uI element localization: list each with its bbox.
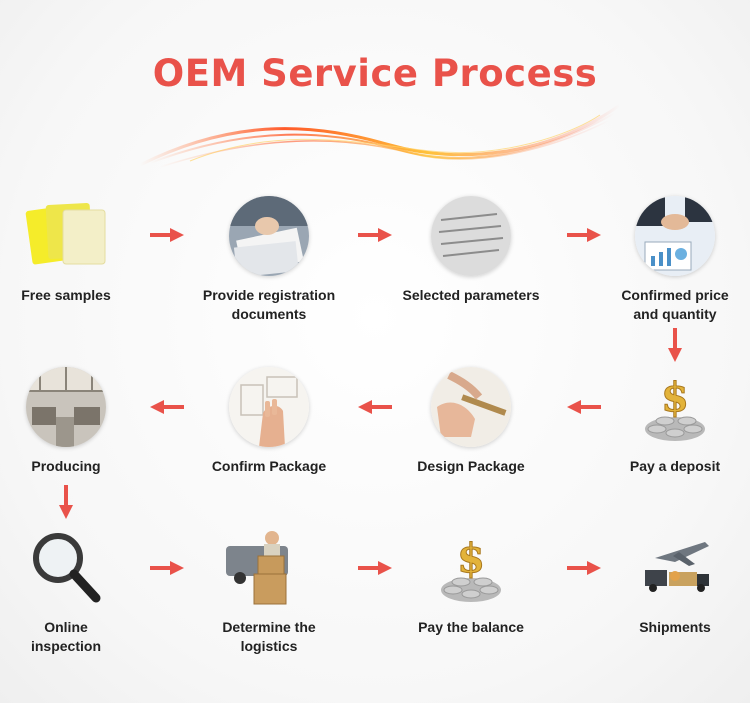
dollar-coins-icon: $ (635, 367, 715, 447)
arrow-left (358, 400, 392, 414)
arrow-right (567, 228, 601, 242)
factory-photo-icon (26, 367, 106, 447)
plane-truck-ship-icon (635, 528, 715, 608)
step-producing: Producing (0, 367, 156, 476)
step-design-package: Design Package (381, 367, 561, 476)
magnifier-icon (26, 528, 106, 608)
documents-photo-icon (229, 196, 309, 276)
arrow-right (150, 228, 184, 242)
step-label: Confirm Package (211, 458, 327, 474)
step-label: Design Package (417, 458, 525, 474)
arrow-left (150, 400, 184, 414)
step-free-samples: Free samples (0, 196, 156, 305)
arrow-right (358, 228, 392, 242)
svg-text:$: $ (661, 374, 689, 421)
step-confirmed-price-and-quantity: Confirmed price and quantity (585, 196, 750, 324)
step-online-inspection: Online inspection (0, 528, 156, 656)
step-confirm-package: Confirm Package (179, 367, 359, 476)
step-label: Pay a deposit (629, 458, 721, 474)
step-provide-registration-documents: Provide registration documents (179, 196, 359, 324)
paper-form-photo-icon (431, 196, 511, 276)
step-label: Online inspection (30, 619, 101, 654)
arrow-right (358, 561, 392, 575)
step-pay-the-balance: $ Pay the balance (381, 528, 561, 637)
step-label: Pay the balance (418, 619, 524, 635)
svg-text:$: $ (457, 535, 485, 582)
arrow-right (567, 561, 601, 575)
yellow-cloth-samples-icon (25, 196, 106, 276)
step-label: Producing (31, 458, 101, 474)
arrow-left (567, 400, 601, 414)
step-shipments: Shipments (585, 528, 750, 637)
handshake-photo-icon (635, 196, 715, 276)
step-selected-parameters: Selected parameters (381, 196, 561, 305)
drawing-hand-photo-icon (431, 367, 511, 447)
courier-boxes-icon (226, 528, 309, 608)
decorative-flame-wave (139, 103, 621, 168)
arrow-down (59, 485, 73, 519)
page-title: OEM Service Process (152, 52, 598, 95)
dollar-coins-icon: $ (431, 528, 511, 608)
arrow-right (150, 561, 184, 575)
step-determine-the-logistics: Determine the logistics (179, 528, 359, 656)
step-pay-a-deposit: $ Pay a deposit (585, 367, 750, 476)
package-sketch-photo-icon (229, 367, 309, 447)
step-label: Selected parameters (402, 287, 540, 303)
step-label: Shipments (639, 619, 711, 635)
arrow-down (668, 328, 682, 362)
step-label: Determine the logistics (222, 619, 316, 654)
step-label: Confirmed price and quantity (621, 287, 729, 322)
step-label: Provide registration documents (202, 287, 336, 322)
step-label: Free samples (21, 287, 111, 303)
